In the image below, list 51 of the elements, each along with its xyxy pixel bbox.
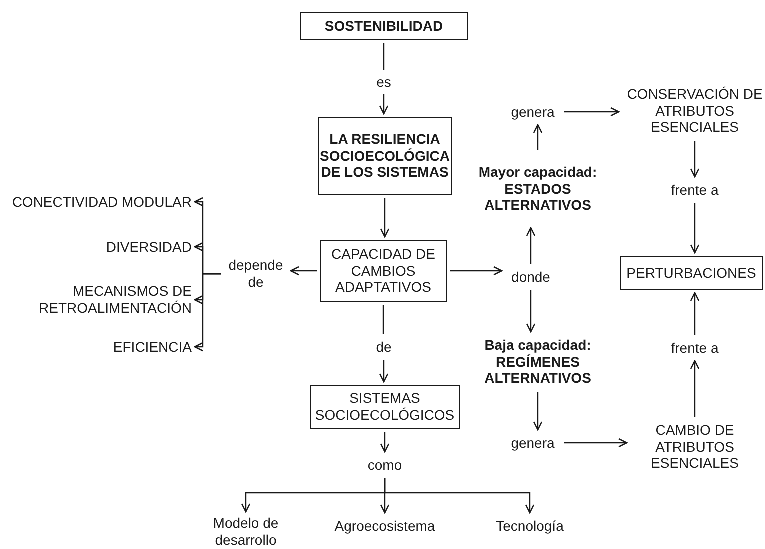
concept-label: Mayor capacidad:: [478, 164, 598, 181]
arrow: [384, 478, 535, 514]
arrow: [526, 227, 536, 264]
linking-word: CAMBIO DE ATRIBUTOS ESENCIALES: [650, 422, 740, 472]
linking-word: CONECTIVIDAD MODULAR: [12, 194, 192, 210]
concept-label: REGÍMENES ALTERNATIVOS: [484, 354, 592, 388]
arrow: [526, 290, 536, 333]
connector-line: [383, 43, 385, 70]
concept-text: SISTEMAS SOCIOECOLÓGICOS: [314, 390, 456, 424]
arrow: [690, 141, 700, 178]
linking-word: CONSERVACIÓN DE ATRIBUTOS ESENCIALES: [626, 86, 764, 136]
arrow: [290, 266, 317, 276]
linking-word: de: [376, 338, 392, 356]
linking-word: genera: [511, 434, 555, 452]
concept-label: Baja capacidad:: [484, 336, 592, 354]
arrow: [690, 292, 700, 335]
concept-label: ESTADOS ALTERNATIVOS: [484, 180, 592, 214]
arrow: [379, 94, 389, 115]
arrow: [380, 198, 390, 238]
linking-word: genera: [511, 104, 555, 120]
linking-word: donde: [512, 268, 550, 286]
concept-box: [620, 256, 763, 290]
concept-text: SOSTENIBILIDAD: [324, 18, 444, 34]
linking-word: depende de: [228, 257, 284, 291]
linking-word: Agroecosistema: [334, 518, 436, 534]
arrow: [450, 266, 503, 276]
linking-word: es: [376, 74, 392, 90]
linking-word: como: [368, 456, 402, 474]
concept-text: PERTURBACIONES: [626, 264, 756, 282]
linking-word: MECANISMOS DE RETROALIMENTACIÓN: [38, 283, 192, 317]
concept-text: LA RESILIENCIA SOCIOECOLÓGICA DE LOS SISTEMAS: [319, 130, 451, 182]
linking-word: frente a: [671, 340, 719, 356]
arrow: [194, 273, 221, 352]
linking-word: EFICIENCIA: [113, 338, 192, 356]
concept-box: [320, 240, 447, 302]
concept-text: CAPACIDAD DE CAMBIOS ADAPTATIVOS: [330, 246, 436, 296]
arrow: [533, 124, 543, 150]
linking-word: Tecnología: [496, 518, 564, 534]
arrow: [380, 432, 390, 453]
arrow: [564, 107, 620, 117]
linking-word: frente a: [671, 182, 719, 198]
arrow: [533, 392, 543, 431]
linking-word: DIVERSIDAD: [106, 238, 192, 256]
arrow: [690, 360, 700, 417]
concept-box: [300, 12, 468, 40]
arrow: [564, 438, 628, 448]
arrow: [379, 360, 389, 383]
arrow: [690, 203, 700, 254]
connector-line: [382, 305, 384, 334]
concept-box: [318, 117, 452, 195]
linking-word: Modelo de desarrollo: [212, 515, 280, 549]
